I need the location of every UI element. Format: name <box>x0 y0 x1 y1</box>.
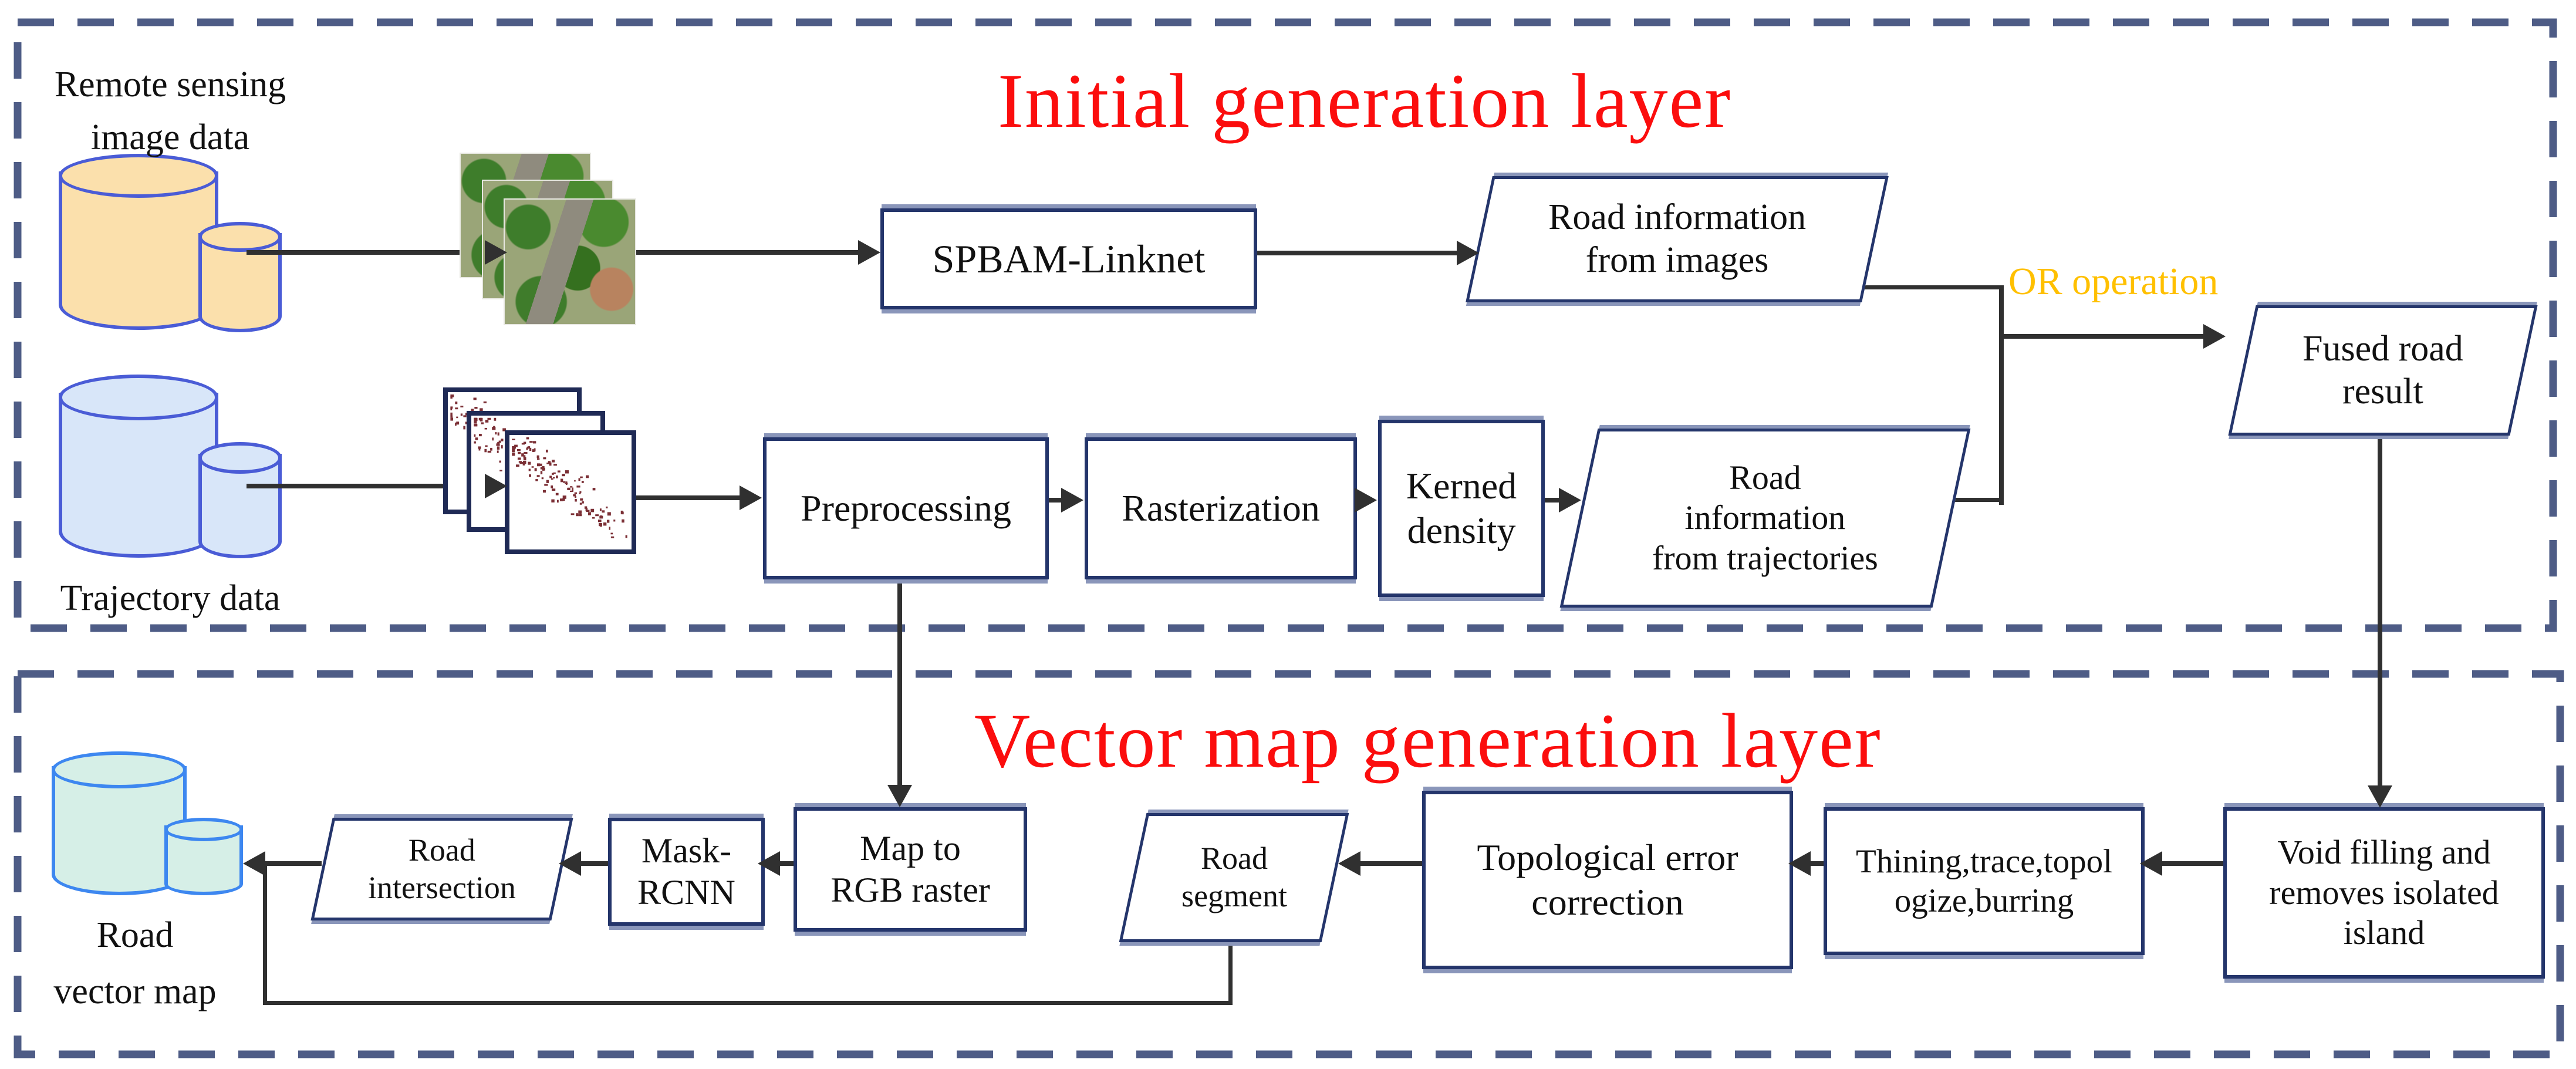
trajectory-dots-icon <box>512 437 627 538</box>
rasterization-box: Rasterization <box>1085 437 1357 579</box>
satellite-image-front <box>504 198 636 325</box>
connector <box>1999 334 2206 339</box>
or-operation-label: OR operation <box>2008 260 2219 303</box>
arrowhead-right <box>1355 488 1377 512</box>
arrowhead-right <box>2203 324 2226 349</box>
arrowhead-right <box>740 485 762 510</box>
remote-sensing-database-small-icon <box>198 222 282 332</box>
trajectory-db-label: Trajectory data <box>60 578 281 618</box>
connector <box>247 484 506 488</box>
loop-connector-vertical-left <box>263 863 267 1005</box>
remote-sensing-db-label: Remote sensing image data <box>54 65 286 157</box>
arrowhead-down <box>887 785 912 807</box>
preprocessing-box: Preprocessing <box>763 437 1049 579</box>
connector <box>265 861 322 866</box>
connector <box>634 495 742 500</box>
trajectory-points-front <box>505 430 636 554</box>
arrowhead-down <box>2368 785 2392 808</box>
road-segment-node: Road segment <box>1119 813 1349 942</box>
connector <box>1045 498 1064 503</box>
arrowhead-right <box>485 474 507 498</box>
trajectory-database-small-icon <box>198 442 282 558</box>
arrowhead-left <box>758 851 780 876</box>
vector-layer-title: Vector map generation layer <box>974 697 1882 784</box>
connector <box>2378 430 2382 787</box>
arrowhead-right <box>1457 241 1479 265</box>
connector <box>581 861 608 866</box>
arrowhead-right <box>1559 488 1581 512</box>
arrowhead-left <box>1788 851 1811 876</box>
or-bracket-vertical <box>1999 285 2004 505</box>
road-info-from-images-node: Road information from images <box>1466 176 1889 302</box>
arrowhead-left <box>243 851 265 876</box>
arrowhead-right <box>485 240 507 265</box>
or-bracket-top <box>1853 285 2001 289</box>
trajectory-database-icon <box>59 375 218 558</box>
kerned-density-box: Kerned density <box>1378 420 1545 597</box>
or-bracket-bottom <box>1909 498 2004 502</box>
void-filling-box: Void filling and removes isolated island <box>2223 807 2545 979</box>
road-info-from-trajectories-node: Road information from trajectories <box>1559 429 1971 608</box>
arrowhead-right <box>858 240 880 265</box>
mask-rcnn-box: Mask- RCNN <box>608 818 765 926</box>
road-vector-map-database-small-icon <box>164 818 243 895</box>
connector <box>1254 251 1459 255</box>
remote-sensing-database-icon <box>59 154 218 330</box>
fused-road-result-node: Fused road result <box>2228 305 2538 436</box>
arrowhead-left <box>1338 851 1360 876</box>
arrowhead-left <box>559 851 581 876</box>
connector <box>780 861 794 866</box>
arrowhead-left <box>2140 851 2162 876</box>
thinning-trace-box: Thining,trace,topol ogize,burring <box>1824 807 2145 955</box>
connector <box>1360 861 1422 866</box>
connector <box>1541 498 1561 503</box>
road-vector-map-database-icon <box>52 751 187 895</box>
connector <box>247 250 506 255</box>
loop-connector-bottom <box>263 1001 1233 1005</box>
initial-layer-title: Initial generation layer <box>998 58 1732 144</box>
arrowhead-right <box>1061 488 1083 512</box>
map-to-rgb-raster-box: Map to RGB raster <box>794 807 1027 932</box>
spbam-linknet-box: SPBAM-Linknet <box>880 208 1257 309</box>
initial-layer-frame <box>13 18 2557 632</box>
vector-layer-frame <box>13 670 2564 1058</box>
connector <box>635 250 859 255</box>
connector <box>897 574 902 786</box>
road-vector-map-label: Road vector map <box>53 915 217 1012</box>
topological-error-correction-box: Topological error correction <box>1422 791 1793 969</box>
connector <box>1811 861 1824 866</box>
connector <box>2162 861 2223 866</box>
road-intersection-node: Road intersection <box>310 818 573 920</box>
loop-connector-vertical-right <box>1228 936 1233 1005</box>
